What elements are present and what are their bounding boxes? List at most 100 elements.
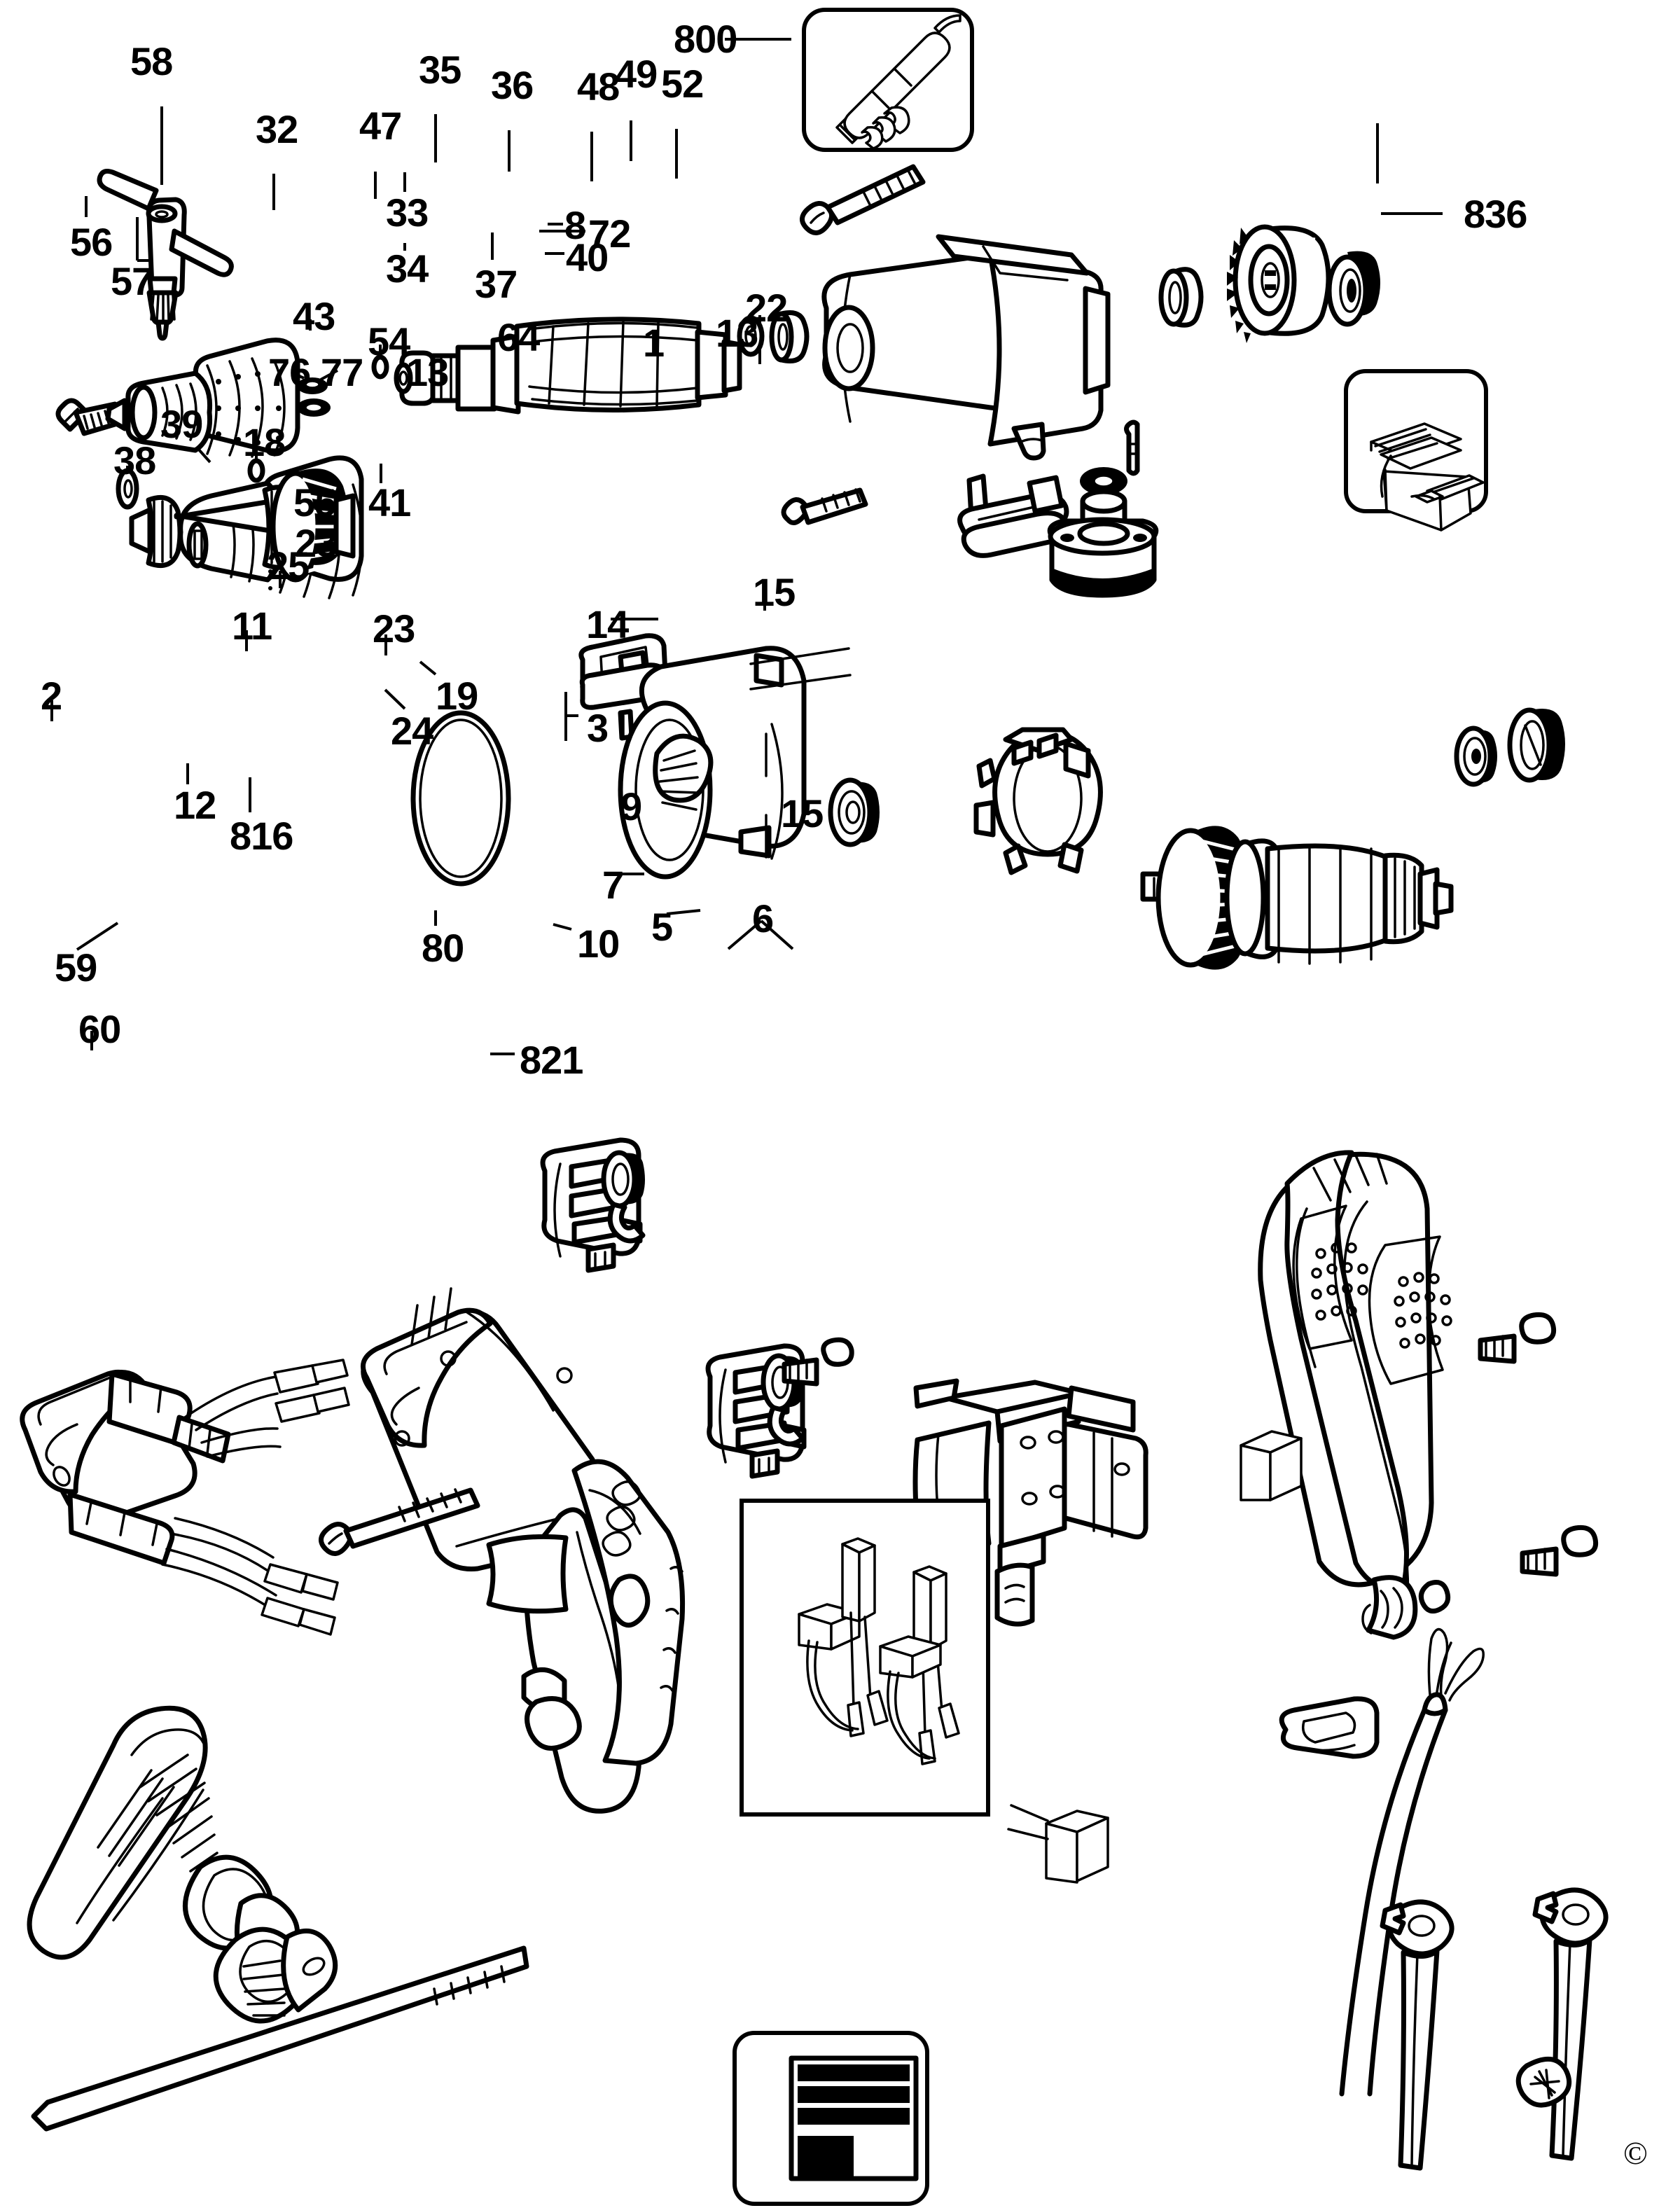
callout-60: 60: [78, 1007, 121, 1051]
callout-821: 821: [520, 1038, 583, 1082]
callout-54: 54: [368, 319, 410, 363]
callout-12: 12: [174, 783, 216, 827]
part-gear-case: [821, 234, 1111, 461]
part-o-ring-55: [410, 710, 511, 887]
callout-3: 3: [587, 706, 609, 750]
part-capacitor-9: [1240, 1430, 1303, 1501]
part-ring-18: [247, 458, 265, 483]
callout-40: 40: [566, 235, 609, 279]
part-gear-49: [1227, 224, 1331, 343]
part-nameplate-816: [486, 1534, 569, 1614]
part-depth-rod-60: [31, 1945, 529, 2132]
part-brush-plate-64: [973, 727, 1103, 875]
callout-18: 18: [243, 420, 286, 464]
callout-57: 57: [111, 259, 153, 303]
part-brush-cap-43: [578, 633, 668, 741]
callout-49: 49: [615, 52, 658, 96]
inset-box-836: [1344, 369, 1488, 532]
callout-25: 25: [267, 543, 310, 588]
callout-800: 800: [674, 17, 737, 61]
inset-box-821: [733, 2031, 929, 2206]
callout-11: 11: [232, 604, 272, 648]
copyright-mark: ©: [1623, 2135, 1648, 2171]
part-motor-housing-11: [360, 1287, 686, 1814]
callout-8: 8: [564, 203, 586, 247]
callout-13a: 13: [406, 350, 449, 394]
callout-14: 14: [586, 602, 629, 646]
part-keyed-chuck: [105, 338, 300, 458]
inset-box-80: [740, 1499, 990, 1817]
part-washer-38: [116, 468, 139, 510]
callout-52: 52: [661, 62, 704, 106]
part-field-case-41: [618, 646, 852, 880]
callout-37: 37: [475, 262, 518, 306]
callout-22: 22: [745, 286, 788, 330]
callout-58: 58: [130, 39, 173, 83]
inset-box-800: [802, 8, 974, 152]
part-pin-8: [1124, 419, 1140, 476]
callout-48: 48: [577, 64, 620, 109]
callout-6: 6: [752, 896, 774, 940]
part-spindle: [394, 317, 742, 415]
callout-836: 836: [1464, 192, 1527, 236]
callout-33: 33: [386, 190, 429, 235]
callout-47: 47: [359, 104, 402, 148]
part-screw-35: [800, 164, 926, 235]
part-cord-clamp-7: [1279, 1696, 1380, 1759]
part-chuck-key: [97, 169, 234, 341]
part-o-ring-72: [1080, 467, 1127, 495]
callout-59: 59: [55, 945, 97, 990]
part-screw-12: [319, 1487, 480, 1556]
callout-1: 1: [643, 321, 665, 365]
callout-77: 77: [321, 350, 363, 394]
callout-19: 19: [436, 674, 478, 718]
callout-43: 43: [293, 294, 335, 338]
callout-816: 816: [230, 814, 293, 858]
callout-35: 35: [419, 48, 461, 92]
callout-5: 5: [651, 905, 673, 949]
part-cord-terminal-6a: [1380, 1899, 1455, 2171]
part-clutch-assembly: [1047, 489, 1159, 598]
callout-72: 72: [588, 211, 631, 256]
part-carbon-brush-10: [1007, 1804, 1109, 1884]
callout-15a: 15: [753, 570, 796, 614]
part-gear-shaft-39: [129, 468, 356, 583]
part-screw-15b: [1520, 1525, 1599, 1577]
callout-39: 39: [160, 402, 203, 446]
callout-34: 34: [386, 247, 429, 291]
callout-64: 64: [497, 315, 540, 359]
callout-36: 36: [491, 63, 534, 107]
part-washer-77: [297, 398, 331, 417]
callout-10: 10: [577, 922, 620, 966]
part-screw-34: [781, 487, 868, 525]
callout-56: 56: [70, 220, 113, 264]
callout-80: 80: [422, 926, 464, 970]
part-handle-cover-14: [1258, 1150, 1452, 1640]
part-bearing-13a: [828, 777, 880, 847]
callout-7: 7: [602, 863, 624, 907]
part-ball-76: [297, 377, 328, 394]
callout-9: 9: [620, 784, 642, 828]
callout-41: 41: [368, 480, 411, 525]
callout-76: 76: [268, 350, 311, 394]
part-washer-33: [769, 310, 810, 363]
leader-lines: [50, 38, 1443, 1055]
part-side-handle-59: [27, 1705, 338, 2024]
part-ring-22: [1507, 707, 1565, 783]
callout-2: 2: [41, 674, 62, 718]
part-field-stator-2: [20, 1359, 350, 1636]
part-bearing-13b: [1454, 725, 1497, 787]
callout-24: 24: [391, 709, 433, 753]
part-washer-48: [1158, 267, 1204, 328]
part-pin-54: [371, 354, 389, 380]
callout-38: 38: [113, 438, 156, 482]
callout-23a: 23: [295, 521, 338, 565]
part-o-ring-47: [737, 315, 765, 357]
part-screw-15a: [1478, 1312, 1557, 1364]
callout-15b: 15: [781, 791, 824, 835]
part-brush-spring-23a: [601, 1150, 646, 1244]
callout-55: 55: [293, 480, 336, 525]
part-armature-1: [1140, 826, 1454, 970]
